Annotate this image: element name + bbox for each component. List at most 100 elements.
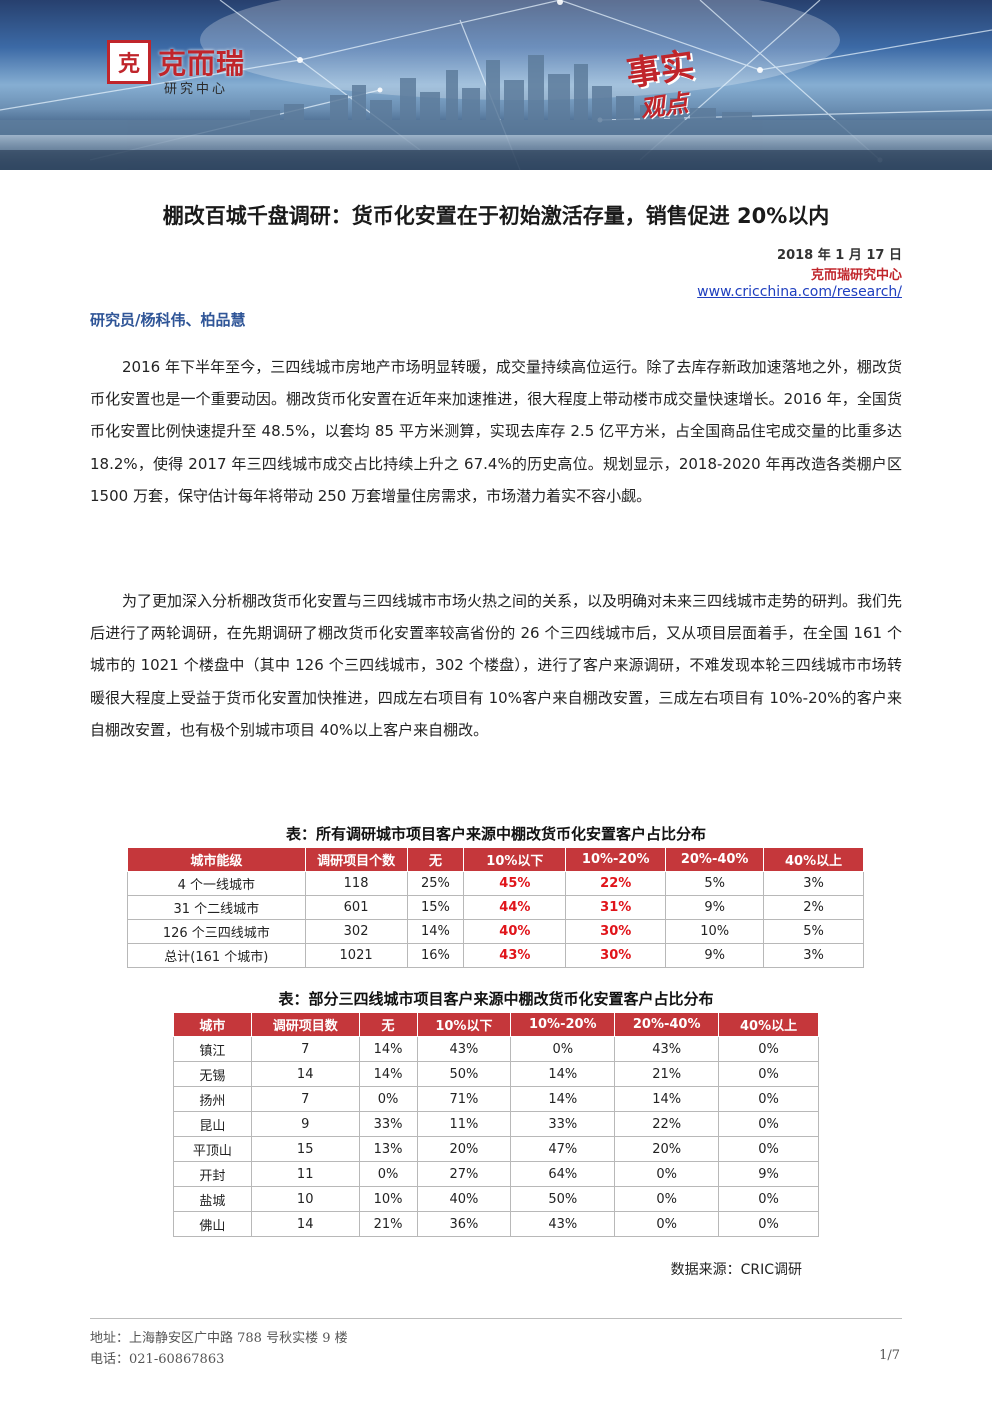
table-cell: 15 — [250, 1136, 360, 1162]
organization-name: 克而瑞研究中心 — [810, 268, 902, 283]
table-cell: 3% — [763, 943, 864, 968]
header-banner: 克 克而瑞 研究中心 事实 观点 — [0, 0, 992, 170]
table-cell: 20% — [614, 1136, 720, 1162]
table-cell: 31 个二线城市 — [127, 895, 306, 920]
table-cell: 50% — [510, 1186, 616, 1212]
table1-caption: 表：所有调研城市项目客户来源中棚改货币化安置客户占比分布 — [285, 825, 706, 843]
table-cell: 36% — [416, 1211, 512, 1237]
city-tier-table: 城市能级 调研项目个数 无 10%以下 10%-20% 20%-40% 40%以… — [127, 847, 864, 968]
table-cell: 开封 — [173, 1161, 252, 1187]
table-cell: 0% — [358, 1086, 418, 1112]
table-header-row: 城市 调研项目数 无 10%以下 10%-20% 20%-40% 40%以上 — [173, 1012, 819, 1037]
table-cell: 镇江 — [173, 1036, 252, 1062]
table-cell: 10 — [250, 1186, 360, 1212]
table-cell: 3% — [763, 871, 864, 896]
table-cell: 25% — [406, 871, 465, 896]
col-header: 10%以下 — [416, 1012, 512, 1037]
col-header: 10%-20% — [510, 1012, 616, 1037]
table-cell: 126 个三四线城市 — [127, 919, 306, 944]
table-row: 126 个三四线城市 302 14% 40% 30% 10% 5% — [127, 919, 864, 944]
table-cell: 20% — [416, 1136, 512, 1162]
table-row: 4 个一线城市 118 25% 45% 22% 5% 3% — [127, 871, 864, 896]
table-cell: 0% — [718, 1086, 819, 1112]
table-cell: 14% — [358, 1036, 418, 1062]
table-cell: 佛山 — [173, 1211, 252, 1237]
col-header: 调研项目个数 — [304, 847, 408, 872]
footer-address: 地址：上海静安区广中路 788 号秋实楼 9 楼 — [90, 1331, 348, 1346]
table-cell: 2% — [763, 895, 864, 920]
table-cell: 0% — [358, 1161, 418, 1187]
table-cell: 33% — [358, 1111, 418, 1137]
table-cell: 22% — [614, 1111, 720, 1137]
col-header: 城市 — [173, 1012, 252, 1037]
col-header: 10%以下 — [463, 847, 567, 872]
table-cell: 71% — [416, 1086, 512, 1112]
table-cell: 15% — [406, 895, 465, 920]
table-cell: 43% — [463, 943, 567, 968]
publish-date: 2018 年 1 月 17 日 — [777, 248, 902, 263]
table-cell: 0% — [614, 1211, 720, 1237]
col-header: 40%以上 — [763, 847, 864, 872]
document-title: 棚改百城千盘调研：货币化安置在于初始激活存量，销售促进 20%以内 — [162, 204, 830, 228]
table-cell: 14% — [406, 919, 465, 944]
table-cell: 0% — [718, 1061, 819, 1087]
table-row: 无锡 14 14% 50% 14% 21% 0% — [173, 1061, 819, 1087]
table-cell: 21% — [614, 1061, 720, 1087]
table-cell: 7 — [250, 1036, 360, 1062]
research-link[interactable]: www.cricchina.com/research/ — [697, 284, 902, 300]
table-cell: 5% — [665, 871, 765, 896]
col-header: 20%-40% — [665, 847, 765, 872]
table-cell: 11% — [416, 1111, 512, 1137]
table-cell: 14% — [510, 1086, 616, 1112]
table-cell: 扬州 — [173, 1086, 252, 1112]
brand-name: 克而瑞 — [158, 47, 246, 80]
table-cell: 14% — [358, 1061, 418, 1087]
table-cell: 27% — [416, 1161, 512, 1187]
table-cell: 10% — [665, 919, 765, 944]
table-cell: 13% — [358, 1136, 418, 1162]
table-cell: 9 — [250, 1111, 360, 1137]
table-cell: 22% — [565, 871, 667, 896]
table-cell: 302 — [304, 919, 408, 944]
table-cell: 50% — [416, 1061, 512, 1087]
footer-divider — [90, 1318, 902, 1319]
col-header: 无 — [406, 847, 465, 872]
table-cell: 44% — [463, 895, 567, 920]
table-cell: 9% — [718, 1161, 819, 1187]
selected-city-table: 城市 调研项目数 无 10%以下 10%-20% 20%-40% 40%以上 镇… — [173, 1012, 819, 1237]
col-header: 40%以上 — [718, 1012, 819, 1037]
author-line: 研究员/杨科伟、柏品慧 — [90, 311, 246, 329]
table-cell: 0% — [718, 1036, 819, 1062]
brand-subtitle: 研究中心 — [164, 82, 229, 97]
table-row: 佛山 14 21% 36% 43% 0% 0% — [173, 1211, 819, 1237]
brand-logo: 克 — [107, 40, 151, 84]
table-cell: 10% — [358, 1186, 418, 1212]
table-cell: 43% — [416, 1036, 512, 1062]
table-cell: 45% — [463, 871, 567, 896]
table-cell: 无锡 — [173, 1061, 252, 1087]
table-cell: 0% — [718, 1186, 819, 1212]
table-cell: 30% — [565, 943, 667, 968]
table-cell: 0% — [614, 1186, 720, 1212]
table-row: 开封 11 0% 27% 64% 0% 9% — [173, 1161, 819, 1187]
body-paragraph-1: 2016 年下半年至今，三四线城市房地产市场明显转暖，成交量持续高位运行。除了去… — [90, 358, 902, 505]
table-row: 镇江 7 14% 43% 0% 43% 0% — [173, 1036, 819, 1062]
table-cell: 31% — [565, 895, 667, 920]
table-cell: 0% — [718, 1136, 819, 1162]
table-cell: 9% — [665, 895, 765, 920]
table-cell: 40% — [463, 919, 567, 944]
table-cell: 0% — [614, 1161, 720, 1187]
table-cell: 0% — [510, 1036, 616, 1062]
table-cell: 14% — [614, 1086, 720, 1112]
table-cell: 9% — [665, 943, 765, 968]
table-cell: 4 个一线城市 — [127, 871, 306, 896]
table-row: 平顶山 15 13% 20% 47% 20% 0% — [173, 1136, 819, 1162]
table-row: 盐城 10 10% 40% 50% 0% 0% — [173, 1186, 819, 1212]
table-row: 昆山 9 33% 11% 33% 22% 0% — [173, 1111, 819, 1137]
col-header: 20%-40% — [614, 1012, 720, 1037]
table-cell: 14 — [250, 1211, 360, 1237]
city-skyline-image — [0, 0, 992, 170]
table-cell: 7 — [250, 1086, 360, 1112]
table-cell: 0% — [718, 1211, 819, 1237]
col-header: 10%-20% — [565, 847, 667, 872]
